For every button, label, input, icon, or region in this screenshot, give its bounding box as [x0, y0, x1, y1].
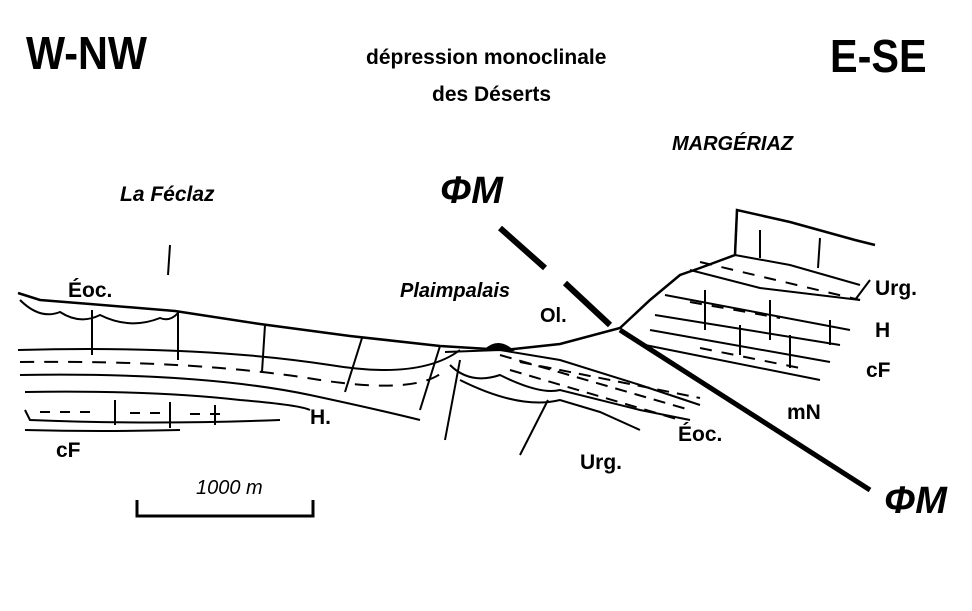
place-margeriaz: MARGÉRIAZ	[672, 133, 794, 155]
eocene-cover-left	[19, 299, 179, 325]
formation-eocene-left: Éoc.	[68, 279, 113, 302]
formation-mn: mN	[787, 401, 821, 424]
west-orientation-label: W-NW	[26, 27, 148, 79]
title-line-1: dépression monoclinale	[366, 46, 607, 69]
title-line-2: des Déserts	[432, 83, 552, 106]
layer-dashed	[689, 261, 861, 369]
scale-label: 1000 m	[196, 477, 263, 499]
layer-dashed	[19, 360, 446, 387]
layer-boundary	[24, 390, 311, 411]
formation-cf-right: cF	[866, 359, 891, 382]
formation-oligocene: Ol.	[540, 305, 567, 327]
molasse-plug	[482, 343, 515, 351]
right-block	[644, 209, 861, 381]
place-la-feclaz: La Féclaz	[120, 183, 215, 206]
east-orientation-label: E-SE	[830, 30, 927, 82]
formation-cf-left: cF	[56, 439, 81, 462]
formation-h-right: H	[875, 319, 891, 342]
layer-boundary	[19, 373, 421, 421]
topographic-surface	[17, 208, 876, 352]
scale-bar	[135, 500, 315, 518]
fault-label-top: ΦM	[440, 170, 503, 212]
urg-tick	[854, 279, 871, 301]
layer-boundary	[24, 429, 181, 432]
fault-line	[618, 327, 872, 493]
layer-dashed	[40, 411, 230, 415]
fault-line	[498, 225, 613, 328]
layer-dashed	[499, 354, 701, 421]
joints	[91, 310, 549, 456]
feclaz-marker	[167, 244, 171, 276]
syncline-fill	[444, 348, 701, 431]
layer-boundary	[24, 409, 281, 424]
formation-eocene-mid: Éoc.	[678, 423, 723, 446]
fault-label-bottom: ΦM	[884, 480, 947, 522]
formation-urgonian-right: Urg.	[875, 277, 917, 300]
formation-urgonian-mid: Urg.	[580, 451, 622, 474]
formation-h-left: H.	[310, 406, 331, 429]
layer-boundary	[17, 348, 461, 371]
place-plaimpalais: Plaimpalais	[400, 280, 511, 302]
